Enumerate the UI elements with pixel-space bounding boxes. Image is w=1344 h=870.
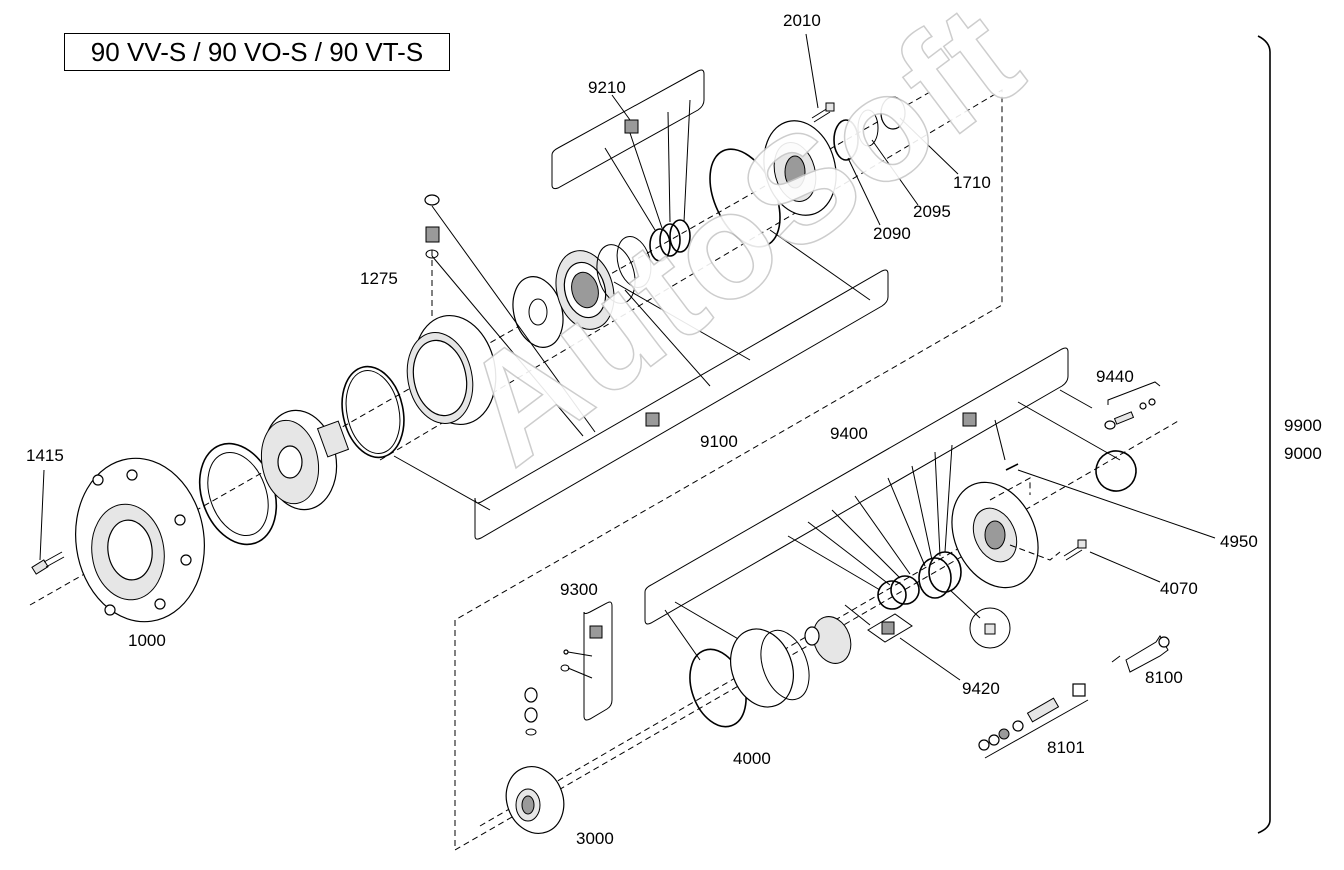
snap-ring-b	[616, 236, 652, 288]
part-3000	[505, 766, 565, 834]
gerotor-4000	[689, 628, 810, 728]
pin-4950	[1005, 463, 1019, 471]
spring-stack-9210	[649, 219, 691, 262]
leader-1415	[39, 469, 45, 561]
bearing	[555, 250, 615, 330]
screw-2010	[811, 102, 835, 123]
label-8101: 8101	[1047, 738, 1085, 757]
snap-ring-a	[596, 244, 636, 304]
leader-2090	[847, 157, 881, 226]
label-4070: 4070	[1160, 579, 1198, 598]
kit-plate-9300	[560, 601, 613, 721]
leader-1710	[899, 117, 959, 175]
label-4000: 4000	[733, 749, 771, 768]
label-1415: 1415	[26, 446, 64, 465]
part-8101	[978, 683, 1089, 759]
oring-large	[341, 365, 405, 459]
label-9420: 9420	[962, 679, 1000, 698]
page-title: 90 VV-S / 90 VO-S / 90 VT-S	[64, 33, 450, 71]
kit-9440	[1104, 381, 1161, 430]
label-1275: 1275	[360, 269, 398, 288]
ring-2090	[833, 119, 859, 161]
label-4950: 4950	[1220, 532, 1258, 551]
kit-plate-9100	[393, 205, 889, 540]
ring-2095	[857, 109, 879, 147]
label-2010: 2010	[783, 11, 821, 30]
flange-1000	[75, 457, 205, 623]
part-8100	[1111, 635, 1170, 673]
cylinder-block	[260, 409, 350, 511]
leader-9440	[1059, 389, 1093, 409]
housing-ring	[406, 314, 497, 426]
label-2090: 2090	[873, 224, 911, 243]
label-9210: 9210	[588, 78, 626, 97]
group-brace	[1257, 35, 1271, 834]
label-9400: 9400	[830, 424, 868, 443]
leader-2010	[805, 33, 819, 109]
label-2095: 2095	[913, 202, 951, 221]
leader-2095	[871, 139, 919, 206]
leader-4950	[1017, 469, 1216, 539]
label-9300: 9300	[560, 580, 598, 599]
ring-1710	[880, 96, 906, 130]
label-9440: 9440	[1096, 367, 1134, 386]
small-parts-3000	[524, 687, 538, 736]
label-9900: 9900	[1284, 416, 1322, 435]
label-8100: 8100	[1145, 668, 1183, 687]
springs-9420	[877, 551, 962, 610]
spool-assembly	[804, 604, 871, 664]
label-3000: 3000	[576, 829, 614, 848]
screw-1415	[31, 551, 65, 575]
detail-circle	[949, 589, 1011, 649]
top-group-envelope	[379, 89, 1026, 851]
plate-9420	[867, 613, 961, 681]
label-1000: 1000	[128, 631, 166, 650]
pin-1275	[424, 194, 440, 259]
top-cover	[763, 120, 837, 216]
valve-housing	[951, 477, 1061, 589]
leader-9210	[611, 94, 631, 121]
screw-4070	[1063, 539, 1161, 583]
label-1710: 1710	[953, 173, 991, 192]
kit-plate-9210	[551, 69, 705, 231]
kit-plate-9400	[644, 347, 1121, 661]
oring-side	[1095, 450, 1137, 492]
label-9100: 9100	[700, 432, 738, 451]
label-9000: 9000	[1284, 444, 1322, 463]
